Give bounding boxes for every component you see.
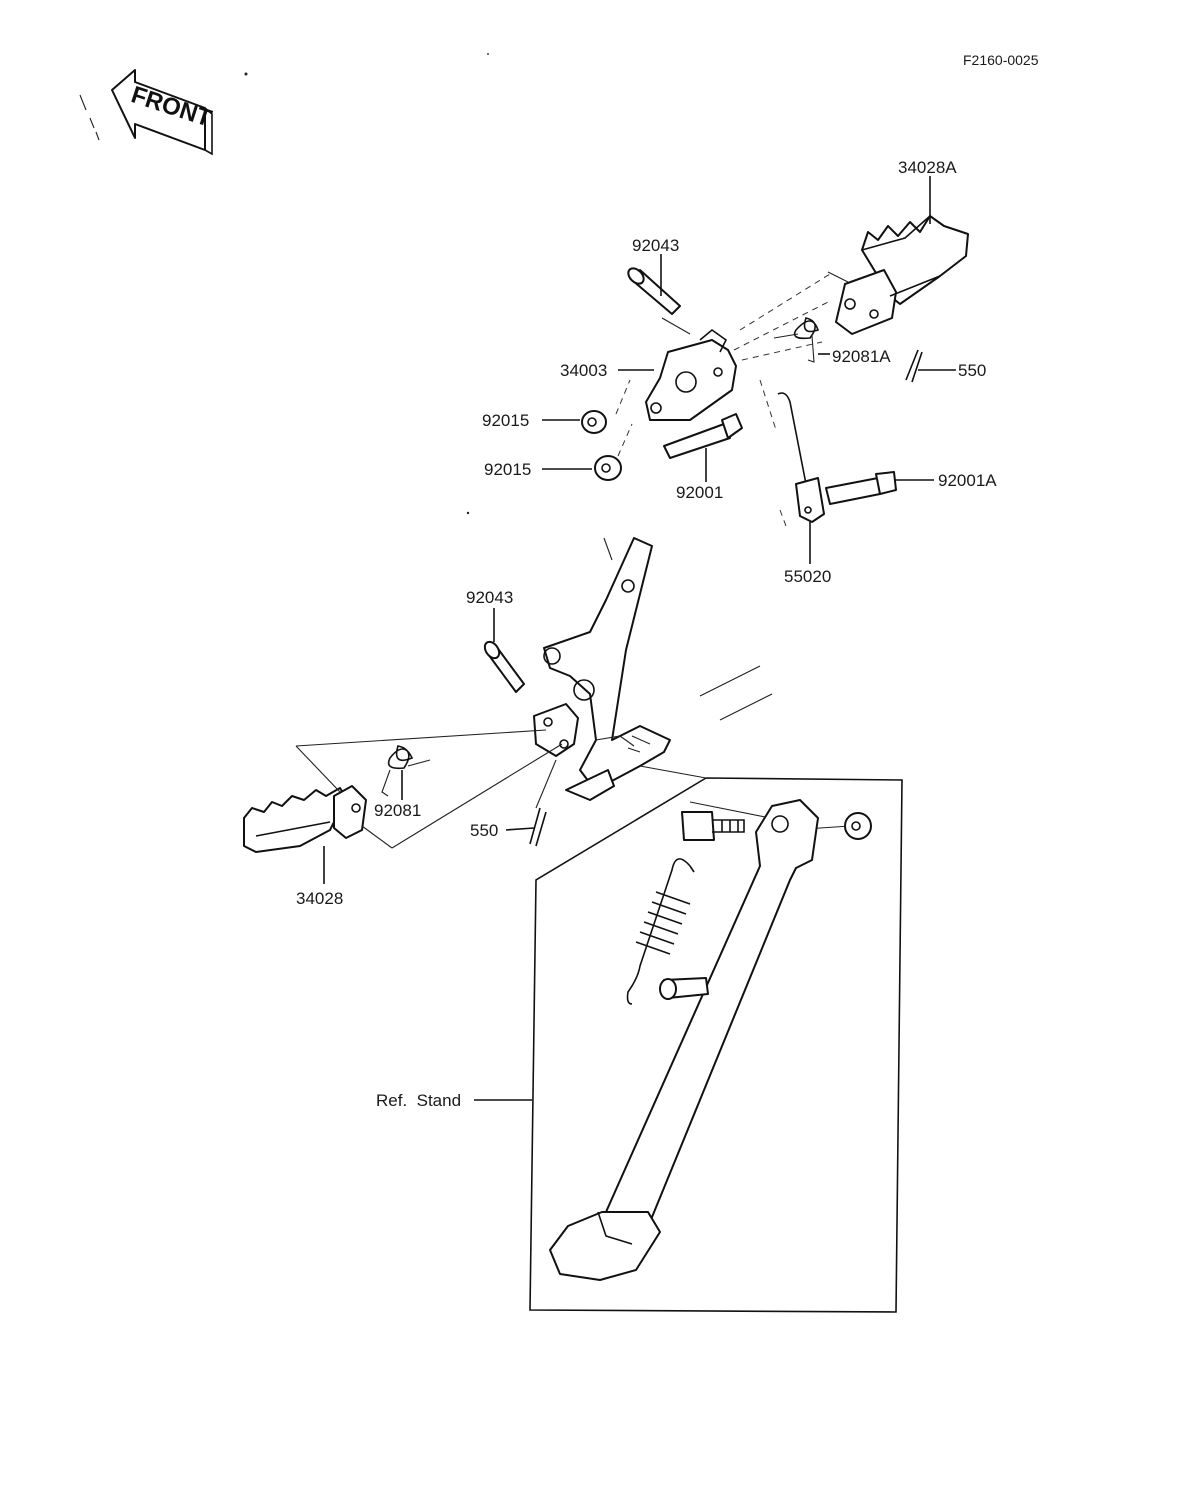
label-bolt-side: 92001A: [938, 471, 997, 490]
label-nut-1: 92015: [482, 411, 529, 430]
label-cotter-pin-right: 550: [958, 361, 986, 380]
frame-lug: [533, 703, 579, 757]
label-nut-2: 92015: [484, 460, 531, 479]
spring-left: [381, 745, 431, 797]
clevis-pin-frame: [483, 640, 525, 693]
label-stopper-rod: 55020: [784, 567, 831, 586]
label-clevis-pin-top: 92043: [632, 236, 679, 255]
footpeg-bracket: [645, 328, 737, 421]
stand-bolt: [681, 811, 745, 841]
label-cotter-pin-left: 550: [470, 821, 498, 840]
bolt-side: [825, 471, 897, 505]
stand-nut: [844, 812, 872, 840]
bolt-bracket: [663, 413, 743, 459]
cotter-pin-right: [905, 349, 923, 383]
front-arrow-icon: FRONT: [79, 69, 215, 156]
drawing-code: F2160-0025: [963, 52, 1039, 68]
cotter-pin-left: [529, 807, 547, 847]
label-ref-stand: Ref. Stand: [376, 1091, 461, 1110]
label-spring-left: 92081: [374, 801, 421, 820]
ref-stand-box: [529, 777, 903, 1313]
stopper-rod: [777, 392, 825, 523]
label-spring-right: 92081A: [832, 347, 891, 366]
label-footpeg-bracket: 34003: [560, 361, 607, 380]
left-footpeg: [243, 785, 367, 853]
clevis-pin-top: [627, 267, 681, 315]
frame: [543, 537, 671, 801]
label-clevis-pin-frame: 92043: [466, 588, 513, 607]
label-bolt-bracket: 92001: [676, 483, 723, 502]
right-footpeg: [835, 215, 969, 335]
label-footpeg-left: 34028: [296, 889, 343, 908]
side-stand: [549, 799, 819, 1281]
spring-right: [773, 317, 820, 363]
nut-1: [581, 410, 607, 434]
stand-pivot-pin: [659, 977, 709, 1000]
nut-2: [594, 455, 622, 481]
stand-spring: [626, 858, 695, 1005]
label-footpeg-right: 34028A: [898, 158, 957, 177]
